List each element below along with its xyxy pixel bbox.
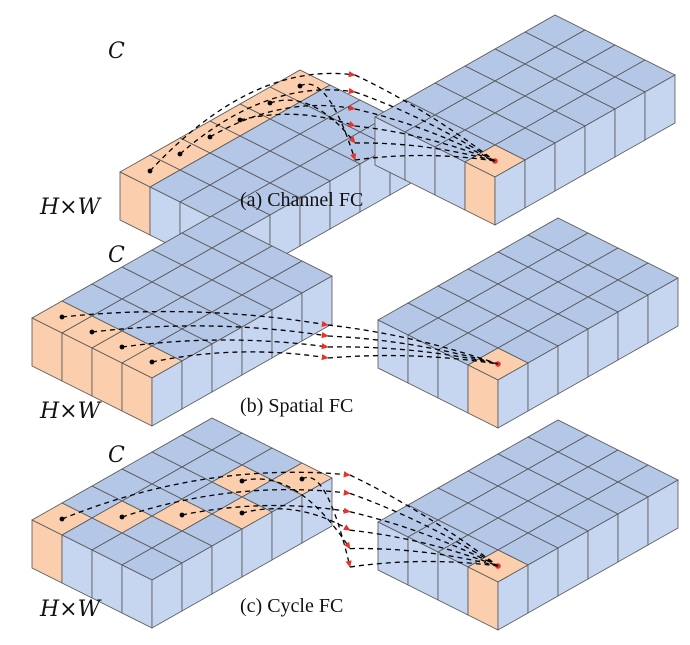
- input-tensor-c: [31, 417, 333, 629]
- connection-line: [349, 474, 499, 567]
- connection-line: [241, 478, 351, 550]
- axis-label-c: C: [108, 243, 125, 268]
- connection-line: [151, 351, 329, 363]
- side-cell: [647, 479, 679, 546]
- connection-line: [327, 354, 499, 365]
- connection-line: [354, 108, 496, 162]
- axis-label-c: C: [108, 39, 125, 64]
- connection-line: [121, 339, 329, 350]
- connection-line: [354, 125, 496, 162]
- caption-c: (c) Cycle FC: [240, 595, 343, 617]
- output-tensor-b: [377, 217, 679, 429]
- connection-line: [239, 113, 356, 127]
- side-cell: [647, 277, 679, 344]
- output-tensor-a: [374, 14, 676, 226]
- connection-line: [327, 324, 499, 365]
- connection-line: [354, 74, 496, 162]
- connection-line: [121, 488, 351, 518]
- axis-label-hw: H×W: [39, 597, 103, 622]
- connection-line: [327, 335, 499, 365]
- connection-line: [91, 325, 329, 339]
- connection-line: [349, 547, 499, 567]
- connection-line: [149, 71, 356, 172]
- side-cell: [301, 477, 333, 544]
- connection-line: [349, 492, 499, 567]
- panel-cycle-fc: C H×W (c) Cycle FC: [31, 417, 679, 631]
- caption-b: (b) Spatial FC: [240, 395, 353, 417]
- connection-line: [301, 476, 352, 568]
- connection-line: [349, 529, 499, 567]
- connection-line: [327, 346, 499, 365]
- connection-line: [181, 504, 351, 516]
- caption-a: (a) Channel FC: [240, 189, 363, 211]
- connections-c: [59, 471, 501, 569]
- connection-line: [179, 87, 356, 155]
- connection-line: [209, 104, 356, 138]
- connections-b: [59, 310, 501, 367]
- output-tensor-c: [377, 419, 679, 631]
- connection-line: [61, 471, 351, 520]
- axis-label-c: C: [108, 443, 125, 468]
- connection-line: [269, 99, 356, 144]
- axis-label-hw: H×W: [39, 399, 103, 424]
- side-cell: [644, 74, 676, 141]
- axis-label-hw: H×W: [39, 195, 103, 220]
- connections-a: [147, 71, 498, 174]
- connection-line: [354, 91, 496, 162]
- connection-line: [349, 511, 499, 567]
- connection-line: [349, 560, 499, 568]
- panel-spatial-fc: C H×W (b) Spatial FC: [31, 215, 679, 429]
- connection-line: [299, 83, 357, 161]
